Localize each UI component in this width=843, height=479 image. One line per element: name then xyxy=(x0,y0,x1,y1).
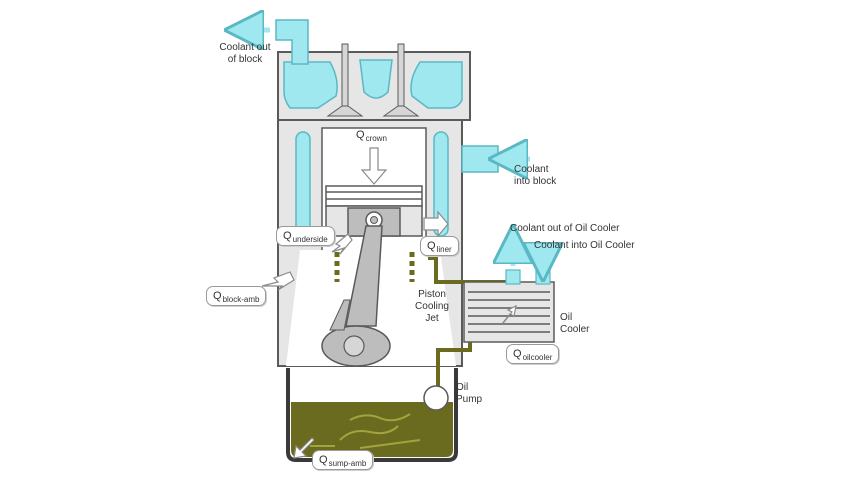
coolant-into-oil-cooler-label: Coolant into Oil Cooler xyxy=(534,240,635,251)
piston-cooling-jet-line1: Piston xyxy=(418,289,446,300)
q-block-amb-box: Qblock-amb xyxy=(206,286,267,306)
connecting-rod xyxy=(345,225,383,327)
oil-pump xyxy=(423,385,449,411)
coolant-out-of-block-line1: Coolant out xyxy=(219,42,271,53)
oil-pump-label: Oil Pump xyxy=(456,382,492,406)
oil-cooler-line2: Cooler xyxy=(560,324,590,335)
coolant-outlet-pipe xyxy=(275,19,309,65)
oil-pump-line1: Oil xyxy=(456,382,469,393)
q-liner-subscript: liner xyxy=(436,245,452,254)
piston-cooling-jet-label: Piston Cooling Jet xyxy=(410,289,454,325)
q-crown-label: Qcrown xyxy=(356,129,387,143)
oil-cooler-coolant-in-port xyxy=(535,269,551,285)
q-liner-box: Qliner xyxy=(420,236,459,256)
oil-cooler-fins xyxy=(468,291,550,333)
head-coolant-passage-right xyxy=(410,61,463,109)
q-block-amb-subscript: block-amb xyxy=(222,295,260,304)
crank-web xyxy=(329,299,351,331)
heat-arrow-underside xyxy=(331,233,353,255)
heat-arrow-block-amb xyxy=(261,271,295,291)
heat-arrow-liner xyxy=(423,210,449,238)
oil-flow-lines xyxy=(310,413,421,449)
q-sump-amb-subscript: sump-amb xyxy=(328,459,367,468)
q-block-amb-symbol: Q xyxy=(213,290,222,302)
q-underside-box: Qunderside xyxy=(276,226,335,246)
coolant-out-of-block-label: Coolant out of block xyxy=(214,42,276,66)
heat-arrow-sump-amb xyxy=(293,437,315,459)
coolant-into-block-line2: into block xyxy=(514,176,557,187)
coolant-inlet-pipe xyxy=(461,145,499,173)
coolant-out-of-block-line2: of block xyxy=(227,54,263,65)
head-coolant-passage-left xyxy=(283,61,338,109)
coolant-out-of-oil-cooler-label: Coolant out of Oil Cooler xyxy=(510,223,620,234)
q-sump-amb-box: Qsump-amb xyxy=(312,450,374,470)
piston-cooling-jet-line2: Cooling xyxy=(415,301,449,312)
oil-cooler-label: Oil Cooler xyxy=(560,312,600,336)
piston-cooling-jet-line3: Jet xyxy=(425,313,439,324)
piston-rings xyxy=(325,185,423,207)
oil-cooler-line1: Oil xyxy=(560,312,573,323)
oil-cooler-body xyxy=(463,281,555,343)
coolant-into-block-label: Coolant into block xyxy=(514,164,574,188)
q-sump-amb-symbol: Q xyxy=(319,454,328,466)
q-crown-symbol: Q xyxy=(356,129,365,141)
intake-valve xyxy=(326,43,364,117)
head-coolant-passage-center xyxy=(359,59,393,99)
oil-pump-line2: Pump xyxy=(456,394,483,405)
q-oilcooler-box: Qoilcooler xyxy=(506,344,560,364)
oil-cooler-coolant-out-port xyxy=(505,269,521,285)
coolant-into-block-line1: Coolant xyxy=(514,164,549,175)
block-water-jacket-left xyxy=(295,131,311,237)
oil-in-sump xyxy=(291,402,453,457)
q-underside-symbol: Q xyxy=(283,230,292,242)
q-oilcooler-symbol: Q xyxy=(513,348,522,360)
q-crown-subscript: crown xyxy=(365,134,387,143)
heat-arrow-oilcooler xyxy=(501,304,517,325)
heat-arrow-crown xyxy=(360,147,388,185)
exhaust-valve xyxy=(382,43,420,117)
q-oilcooler-subscript: oilcooler xyxy=(522,353,553,362)
q-underside-subscript: underside xyxy=(292,235,328,244)
q-liner-symbol: Q xyxy=(427,240,436,252)
